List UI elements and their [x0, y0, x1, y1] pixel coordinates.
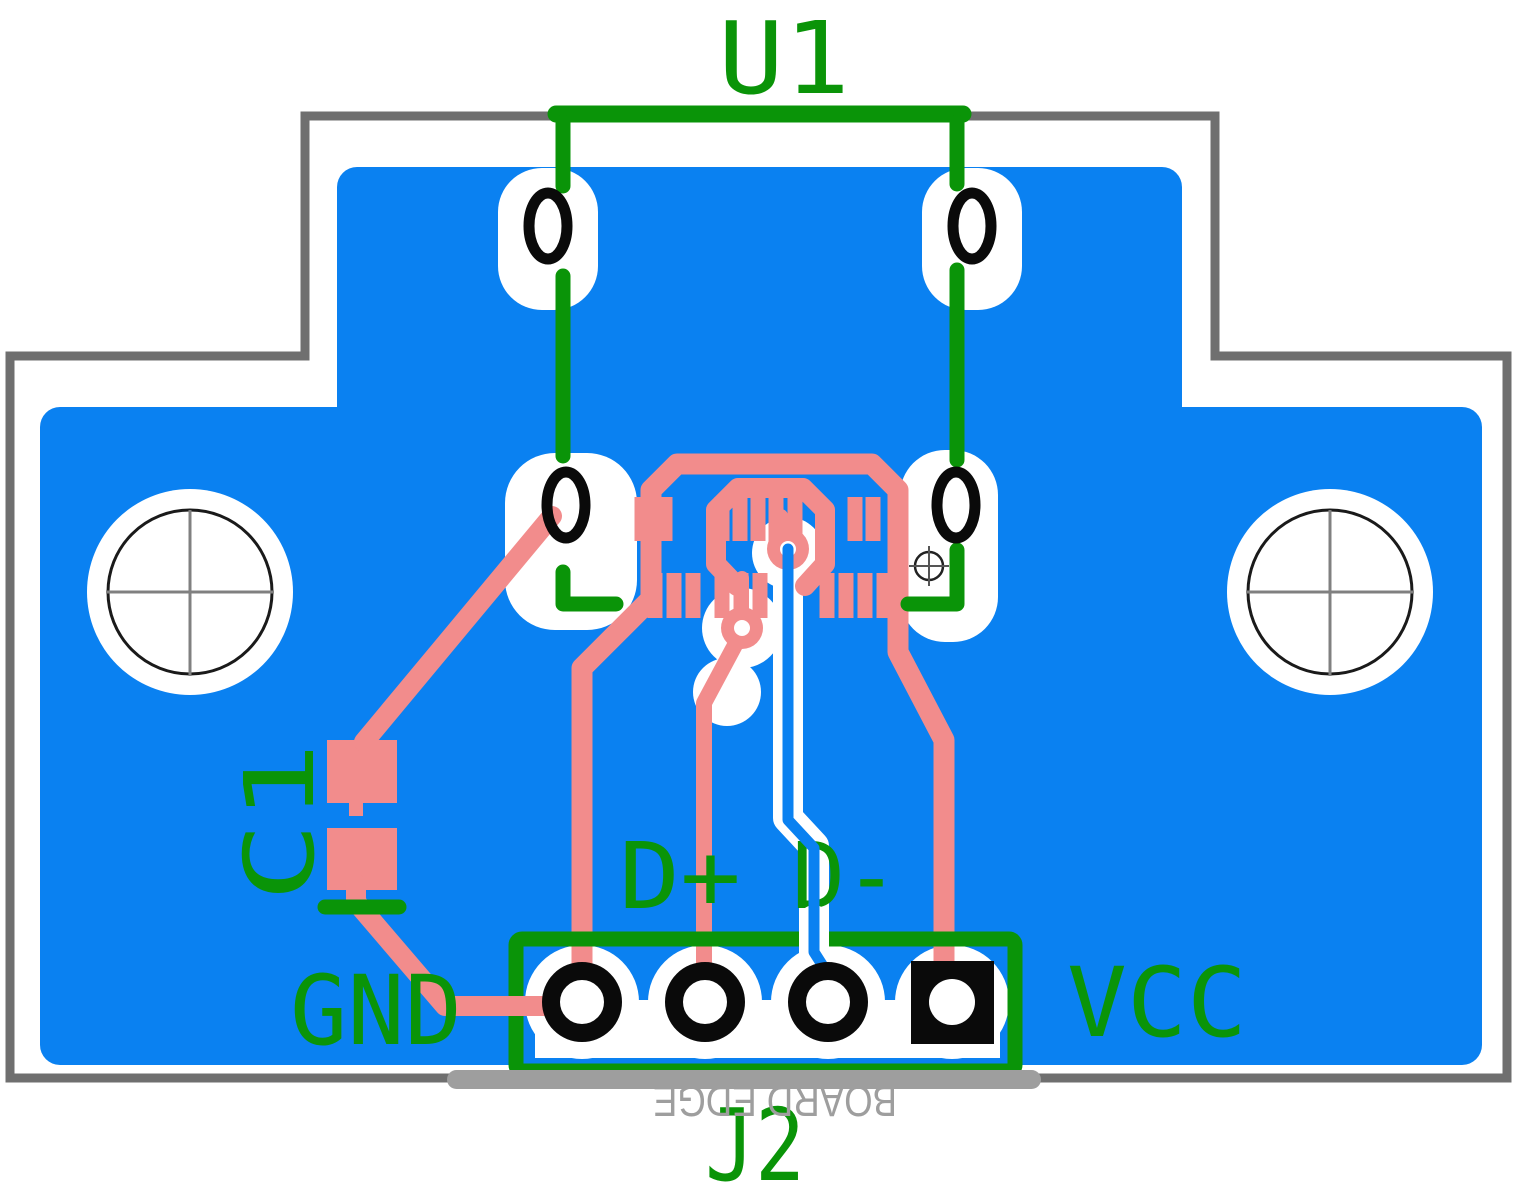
- oval-pad-top-left[interactable]: [523, 187, 573, 265]
- silkscreen[interactable]: U1 C1 GND D+ D- VCC J2: [224, 0, 1247, 1192]
- oval-pad-bottom-left[interactable]: [541, 466, 591, 544]
- trace-dplus[interactable]: [696, 624, 750, 1012]
- trace-shield-loop[interactable]: [571, 453, 955, 1015]
- c1-pads[interactable]: [327, 506, 562, 1016]
- u1-outline-corner-right[interactable]: [900, 542, 965, 612]
- j2-pad-dplus[interactable]: [665, 962, 745, 1042]
- j2-pad-gnd[interactable]: [542, 962, 622, 1042]
- top-copper[interactable]: [327, 453, 955, 1016]
- gnd-label[interactable]: GND: [290, 955, 462, 1067]
- j2-pads[interactable]: [542, 961, 994, 1044]
- board-edge-note: BOARD EDGE: [653, 1076, 897, 1125]
- via-2[interactable]: [721, 607, 763, 649]
- mounting-hole-left[interactable]: [106, 508, 274, 676]
- vcc-label[interactable]: VCC: [1067, 947, 1247, 1059]
- trace-inner-loop[interactable]: [706, 478, 835, 596]
- trace-c1-to-shield[interactable]: [354, 506, 562, 752]
- u1-refdes[interactable]: U1: [718, 0, 850, 117]
- u1-bottom-pad-row[interactable]: [647, 573, 892, 618]
- oval-pad-top-right[interactable]: [947, 187, 997, 265]
- footprint-anchor-crosshair: [909, 546, 949, 586]
- oval-pad-bottom-right[interactable]: [931, 466, 981, 544]
- board-outline[interactable]: [5, 111, 1512, 1083]
- j2-pad-dminus[interactable]: [788, 962, 868, 1042]
- u1-outline-corner-left[interactable]: [555, 564, 624, 612]
- u1-oval-mount-pads[interactable]: [523, 187, 997, 544]
- c1-refdes[interactable]: C1: [224, 742, 336, 902]
- dplus-label[interactable]: D+: [619, 823, 741, 930]
- mounting-hole-right[interactable]: [1246, 508, 1414, 676]
- board-edge-bar: [447, 1070, 1041, 1089]
- j2-refdes[interactable]: J2: [705, 1087, 805, 1192]
- trace-gnd-diagonal[interactable]: [346, 874, 510, 1016]
